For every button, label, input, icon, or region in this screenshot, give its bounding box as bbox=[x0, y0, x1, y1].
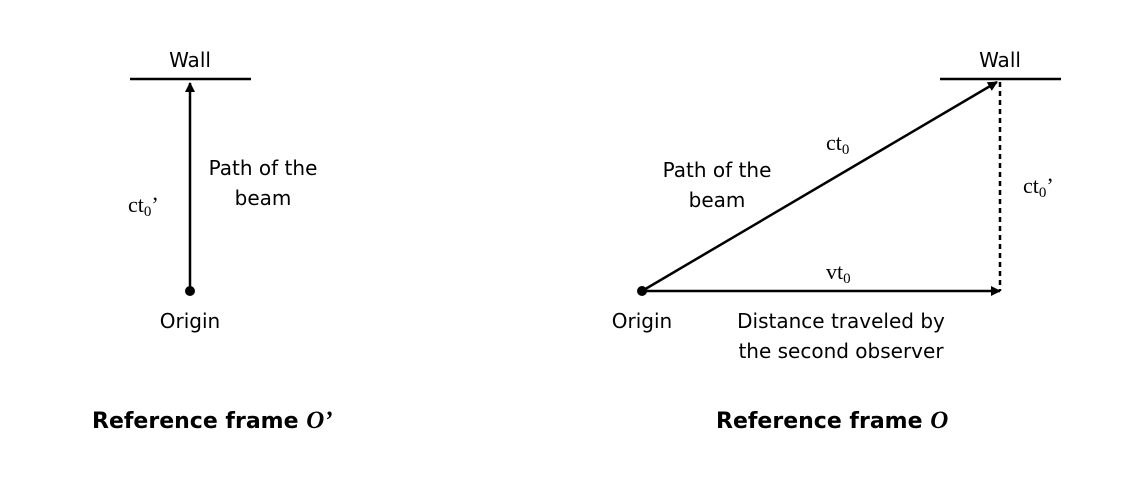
left-origin-dot bbox=[185, 286, 195, 296]
left-frame: Wall Path of the beam ct0’ Origin Refere… bbox=[92, 48, 333, 434]
left-distance-label-sub: 0 bbox=[144, 204, 152, 220]
left-frame-title-symbol: O’ bbox=[306, 407, 332, 434]
left-origin-label: Origin bbox=[160, 309, 220, 333]
right-path-label-line1: Path of the bbox=[663, 158, 772, 182]
right-distance-label-line1: Distance traveled by bbox=[737, 309, 945, 333]
left-distance-label-prime: ’ bbox=[151, 192, 158, 217]
left-frame-title: Reference frame O’ bbox=[92, 407, 333, 434]
left-path-label-line1: Path of the bbox=[209, 156, 318, 180]
right-hypotenuse-label-base: ct bbox=[826, 130, 842, 155]
right-vertical-label-prime: ’ bbox=[1046, 173, 1053, 198]
right-frame-title-symbol: O bbox=[930, 407, 948, 434]
right-origin-label: Origin bbox=[612, 309, 672, 333]
left-distance-label: ct0’ bbox=[128, 192, 159, 220]
right-hypotenuse-label-sub: 0 bbox=[842, 142, 850, 158]
right-horizontal-label: vt0 bbox=[826, 259, 851, 287]
left-frame-title-text: Reference frame bbox=[92, 409, 306, 434]
right-hypotenuse-label: ct0 bbox=[826, 130, 849, 158]
right-path-label-line2: beam bbox=[689, 188, 746, 212]
left-path-label-line2: beam bbox=[235, 186, 292, 210]
right-horizontal-label-sub: 0 bbox=[843, 271, 851, 287]
right-vertical-label-sub: 0 bbox=[1039, 185, 1047, 201]
left-distance-label-base: ct bbox=[128, 192, 144, 217]
right-frame-title: Reference frame O bbox=[716, 407, 948, 434]
right-origin-dot bbox=[637, 286, 647, 296]
right-frame-title-text: Reference frame bbox=[716, 409, 930, 434]
right-vertical-label: ct0’ bbox=[1023, 173, 1054, 201]
right-distance-label-line2: the second observer bbox=[738, 339, 944, 363]
right-vertical-label-base: ct bbox=[1023, 173, 1039, 198]
right-frame: Wall ct0 ct0’ vt0 Path of the beam Origi… bbox=[612, 48, 1061, 434]
right-horizontal-label-base: vt bbox=[826, 259, 843, 284]
left-wall-label: Wall bbox=[169, 48, 211, 72]
right-beam-arrow bbox=[641, 80, 998, 293]
right-wall-label: Wall bbox=[979, 48, 1021, 72]
